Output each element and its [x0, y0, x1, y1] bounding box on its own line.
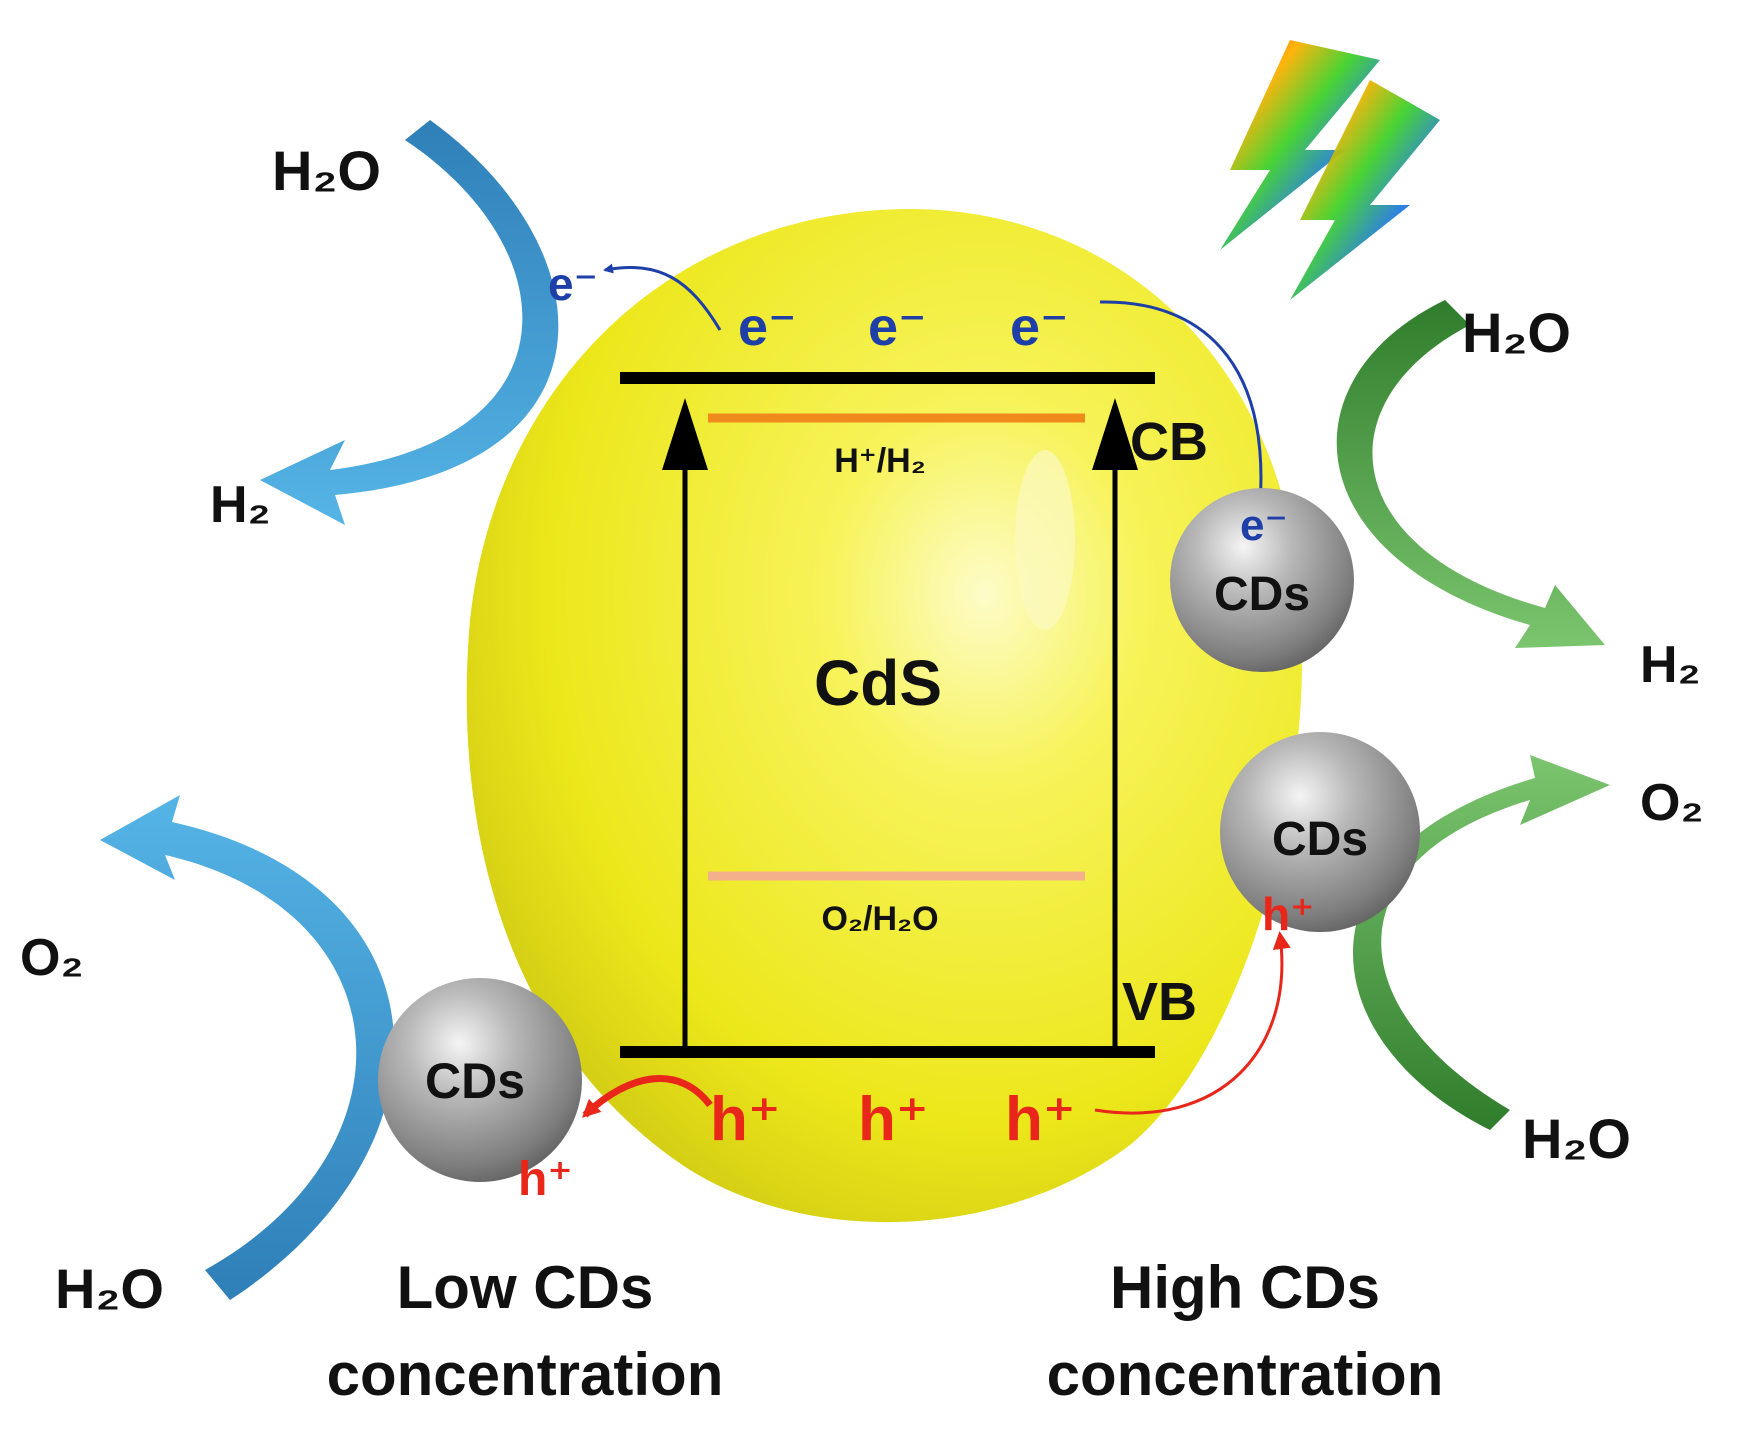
carbon-dot-mid-right	[1220, 732, 1420, 932]
hole-transfer-arrow-left	[582, 1075, 713, 1118]
conduction-band-label: CB	[1130, 412, 1208, 472]
band-structure	[620, 372, 1155, 1058]
high-concentration-caption-line1: High CDs	[1110, 1254, 1380, 1321]
electron-label: e⁻	[738, 297, 797, 357]
water-label: H₂O	[1462, 301, 1571, 364]
carbon-dot-lower-left	[378, 978, 582, 1182]
electron-label: e⁻	[1010, 297, 1069, 357]
oxygen-label: O₂	[20, 929, 84, 987]
carbon-dots-label: CDs	[425, 1053, 525, 1109]
excitation-arrow-right	[1092, 398, 1138, 470]
hole-label: h⁺	[710, 1085, 781, 1154]
valence-band-label: VB	[1122, 972, 1197, 1032]
oxygen-label: O₂	[1640, 774, 1704, 832]
water-label: H₂O	[55, 1257, 164, 1320]
electron-label: e⁻	[1240, 501, 1288, 550]
hole-transfer-arrow-right	[1094, 931, 1291, 1115]
hole-label: h⁺	[858, 1085, 929, 1154]
water-label: H₂O	[272, 139, 381, 202]
electron-transfer-arrow-left	[603, 263, 722, 331]
hole-label: h⁺	[1005, 1085, 1076, 1154]
carbon-dots-label: CDs	[1272, 813, 1368, 866]
low-concentration-caption-line2: concentration	[327, 1341, 724, 1408]
hydrogen-label: H₂	[1640, 636, 1701, 694]
high-concentration-caption-line2: concentration	[1047, 1341, 1444, 1408]
lightning-bolt-icon	[1220, 40, 1440, 300]
carbon-dot-top-right	[1170, 488, 1354, 672]
hole-label: h⁺	[518, 1153, 573, 1206]
high-cds-redox-arrows	[1336, 300, 1610, 1130]
h-level-label: H⁺/H₂	[834, 442, 926, 480]
low-concentration-caption-line1: Low CDs	[397, 1254, 654, 1321]
semiconductor-label: CdS	[814, 647, 942, 719]
carbon-dots-label: CDs	[1214, 568, 1310, 621]
hole-label: h⁺	[1262, 888, 1314, 940]
electron-transfer-arrow-right	[1099, 300, 1266, 507]
electron-label: e⁻	[548, 258, 598, 310]
water-label: H₂O	[1522, 1107, 1631, 1170]
low-cds-redox-arrows	[100, 120, 559, 1300]
o-level-label: O₂/H₂O	[821, 900, 938, 938]
excitation-arrow-left	[662, 398, 708, 470]
hydrogen-label: H₂	[210, 476, 271, 534]
electron-label: e⁻	[868, 297, 927, 357]
